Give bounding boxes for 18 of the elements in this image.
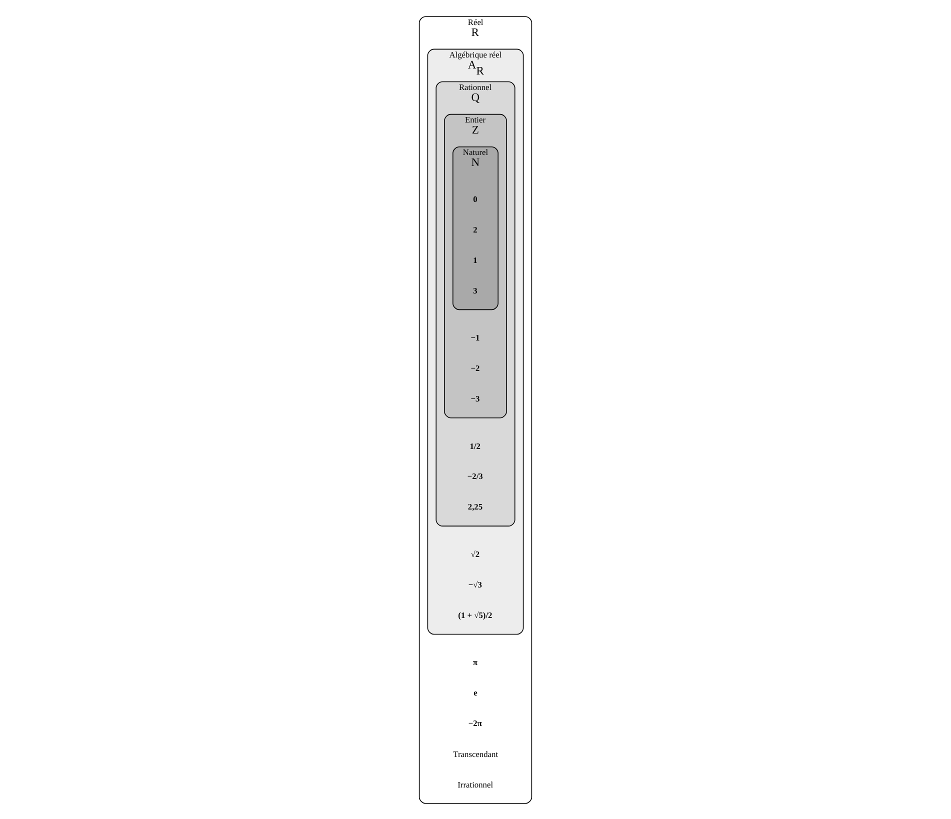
label: −√3 — [468, 580, 482, 589]
label: 1 — [473, 255, 478, 264]
label: 1/2 — [470, 441, 480, 450]
label: √2 — [470, 549, 480, 558]
label: −2π — [468, 718, 482, 728]
label: 2,25 — [468, 502, 483, 512]
label: e — [474, 688, 478, 698]
label: Transcendant — [453, 750, 498, 759]
label: 3 — [473, 286, 478, 295]
label: −2 — [470, 364, 480, 373]
label: 2 — [473, 224, 478, 234]
label: 0 — [473, 194, 478, 204]
label: −1 — [470, 333, 480, 342]
label: −2/3 — [467, 472, 483, 481]
label: π — [472, 658, 478, 667]
label: (1 + √5)/2 — [458, 610, 492, 620]
label: Irrationnel — [458, 780, 494, 790]
label: −3 — [470, 394, 480, 403]
